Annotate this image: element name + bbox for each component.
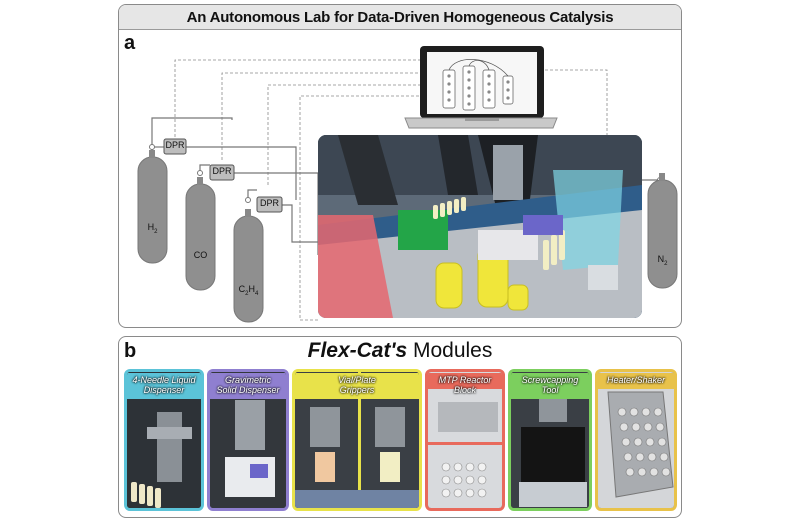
- module-reactor-block: MTP Reactor Block: [425, 369, 505, 511]
- panel-b-letter: b: [124, 340, 137, 362]
- screen-network-diagram: [442, 59, 514, 111]
- cylinder-label-co: CO: [193, 250, 208, 260]
- data-lines: [174, 59, 608, 321]
- module-label-liquid-dispenser: 4-Needle Liquid Dispenser: [127, 373, 201, 399]
- module-label-solid-dispenser: Gravimetric Solid Dispenser: [210, 373, 286, 399]
- reactor-block-illustration: [428, 372, 502, 508]
- modules-title: Flex-Cat's Modules: [307, 339, 493, 362]
- module-solid-dispenser: Gravimetric Solid Dispenser: [207, 369, 289, 511]
- panel-b: Flex-Cat's Modules 4-Needle Liquid Dispe…: [118, 336, 682, 518]
- figure-title: An Autonomous Lab for Data-Driven Homoge…: [119, 5, 681, 30]
- module-label-heater-shaker: Heater/Shaker: [598, 373, 674, 389]
- module-label-screwcapping: Screwcapping Tool: [511, 373, 589, 399]
- cylinder-label-h2: H2: [147, 222, 158, 235]
- panel-a-letter: a: [124, 32, 136, 54]
- heater-shaker-illustration: [598, 372, 674, 508]
- laptop-icon: [404, 46, 558, 129]
- cylinder-caps: [149, 150, 665, 217]
- gas-schematic: [137, 46, 678, 323]
- dpr-boxes: [163, 138, 283, 213]
- dpr-label-2: DPR: [212, 166, 232, 176]
- workcell-illustration: [318, 135, 642, 318]
- cylinder-label-n2: N2: [657, 254, 668, 267]
- module-heater-shaker: Heater/Shaker: [595, 369, 677, 511]
- cylinders: [137, 156, 678, 323]
- robot-workcell-photo: [318, 135, 642, 318]
- module-label-reactor-block: MTP Reactor Block: [428, 373, 502, 395]
- dpr-label-3: DPR: [259, 198, 279, 208]
- cylinder-label-c2h4: C2H4: [238, 284, 259, 297]
- dpr-label-1: DPR: [165, 140, 185, 150]
- module-grippers: Vial/Plate Grippers: [292, 369, 422, 511]
- module-liquid-dispenser: 4-Needle Liquid Dispenser: [124, 369, 204, 511]
- module-label-grippers: Vial/Plate Grippers: [295, 373, 419, 399]
- module-screwcapping: Screwcapping Tool: [508, 369, 592, 511]
